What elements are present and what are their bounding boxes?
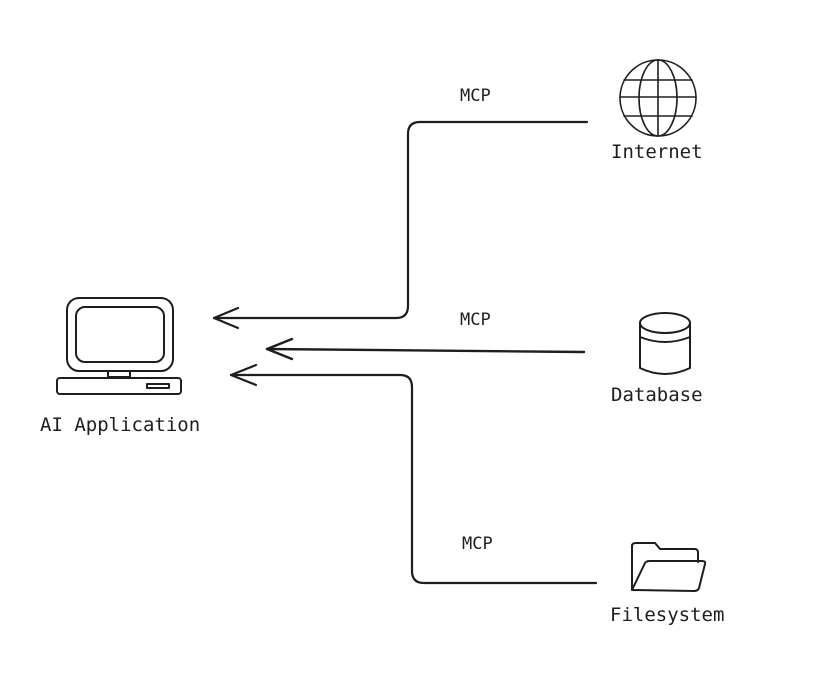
server-label-database: Database: [611, 384, 703, 406]
connector-database: [265, 337, 586, 361]
globe-icon: [619, 59, 697, 137]
connector-internet: [212, 120, 589, 330]
database-icon: [639, 312, 691, 375]
connector-label-internet: MCP: [460, 86, 491, 106]
server-label-internet: Internet: [611, 141, 703, 163]
computer-icon: [56, 297, 182, 395]
connector-label-database: MCP: [460, 310, 491, 330]
connector-filesystem: [229, 363, 598, 585]
client-label: AI Application: [40, 414, 200, 436]
server-label-filesystem: Filesystem: [610, 604, 724, 626]
folder-icon: [631, 542, 707, 592]
connector-label-filesystem: MCP: [462, 534, 493, 554]
